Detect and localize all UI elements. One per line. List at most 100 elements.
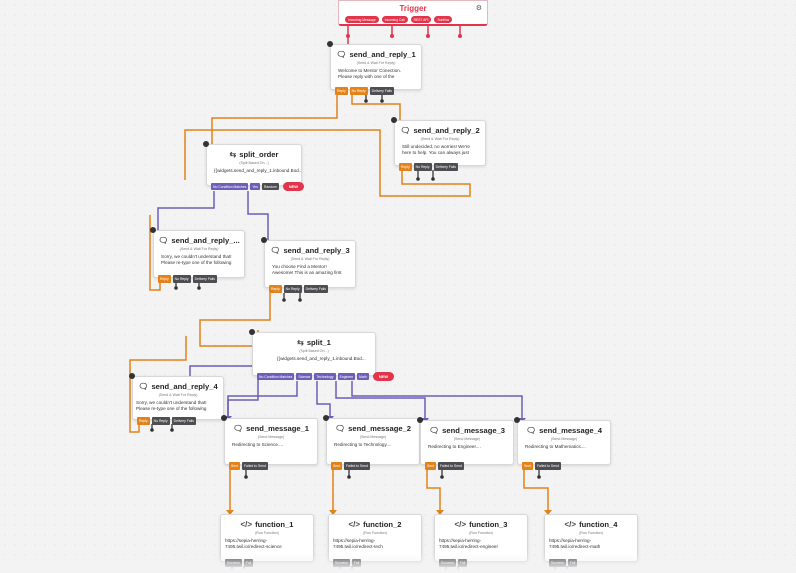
node-handle[interactable] [323, 415, 329, 421]
node-send-message-3[interactable]: 🗨send_message_3 (Send Message) Redirecti… [417, 417, 514, 470]
node-handle[interactable] [221, 415, 227, 421]
port-sent[interactable]: Sent [229, 462, 240, 470]
trigger-widget[interactable]: Trigger ⚙ Incoming Message Incoming Call… [338, 0, 488, 26]
wire-split1-technology [316, 381, 331, 418]
chat-icon: 🗨 [525, 426, 537, 435]
wire-sar1-noreply [351, 93, 401, 122]
node-body: Redirecting to Technology.... [334, 442, 392, 447]
wire-sarx-reply [149, 215, 161, 291]
split-icon: ⇆ [229, 150, 237, 159]
port-failed-to-send[interactable]: Failed to Send [241, 462, 268, 470]
node-subtitle: (Send & Wait For Reply) [356, 61, 396, 65]
port-no-reply[interactable]: No Reply [172, 275, 191, 283]
split-icon: ⇆ [297, 338, 304, 347]
node-handle[interactable] [249, 329, 255, 335]
port-delivery-fails[interactable]: Delivery Fails [303, 285, 328, 293]
port-sent[interactable]: Sent [522, 462, 533, 470]
node-handle[interactable] [514, 417, 520, 423]
node-body: https://sepia-herring-7495.twil.io/redir… [225, 538, 282, 549]
node-handle[interactable] [129, 373, 135, 379]
node-subtitle: (Send & Wait For Reply) [290, 257, 330, 261]
port-no-condition[interactable]: No Condition Matches [211, 182, 249, 191]
port-no-reply[interactable]: No Reply [349, 87, 368, 95]
trigger-rest-api[interactable]: REST API [410, 16, 432, 24]
node-title: function_3 [469, 520, 508, 529]
port-no-reply[interactable]: No Reply [151, 417, 170, 425]
node-body: https://sepia-herring-7495.twil.io/redir… [549, 538, 601, 549]
node-send-and-reply-2[interactable]: 🗨send_and_reply_2 (Send & Wait For Reply… [391, 117, 486, 171]
gear-icon[interactable]: ⚙ [475, 5, 482, 12]
node-send-message-4[interactable]: 🗨send_message_4 (Send Message) Redirecti… [514, 417, 611, 470]
node-handle[interactable] [261, 237, 267, 243]
new-transition-button[interactable]: NEW [282, 182, 305, 191]
node-send-and-reply-1[interactable]: 🗨send_and_reply_1 (Send & Wait For Reply… [327, 41, 422, 95]
chat-icon: 🗨 [428, 426, 440, 435]
node-title: send_and_reply_... [171, 236, 240, 245]
node-title: split_1 [306, 338, 331, 347]
port-reply[interactable]: Reply [399, 163, 412, 171]
node-body: Sorry, we couldn't understand that! Plea… [136, 400, 207, 411]
port-sent[interactable]: Sent [331, 462, 342, 470]
port-yes[interactable]: Yes [250, 182, 260, 191]
port-failed-to-send[interactable]: Failed to Send [437, 462, 464, 470]
node-send-and-reply-4[interactable]: 🗨send_and_reply_4 (Send & Wait For Reply… [129, 373, 224, 425]
node-subtitle: (Run Function) [255, 531, 279, 535]
canvas-bottom-fade [0, 553, 796, 573]
chat-icon: 🗨 [400, 126, 411, 135]
node-subtitle: (Split Based On...) [299, 349, 329, 353]
port-sent[interactable]: Sent [425, 462, 436, 470]
code-icon: </> [348, 520, 361, 529]
node-title: send_and_reply_1 [349, 50, 416, 59]
node-title: send_message_1 [246, 424, 310, 433]
node-handle[interactable] [417, 417, 423, 423]
trigger-incoming-call[interactable]: Incoming Call [381, 16, 408, 24]
port-delivery-fails[interactable]: Delivery Fails [369, 87, 394, 95]
port-random[interactable]: Random [261, 182, 279, 191]
node-title: send_and_reply_4 [151, 382, 218, 391]
port-math[interactable]: Math [357, 372, 369, 381]
node-send-message-1[interactable]: 🗨send_message_1 (Send Message) Redirecti… [221, 415, 318, 470]
port-failed-to-send[interactable]: Failed to Send [534, 462, 561, 470]
port-reply[interactable]: Reply [335, 87, 348, 95]
trigger-incoming-message[interactable]: Incoming Message [345, 16, 379, 24]
trigger-subflow[interactable]: Subflow [434, 16, 453, 24]
port-technology[interactable]: Technology [314, 372, 336, 381]
chat-icon: 🗨 [232, 424, 244, 433]
node-send-and-reply-x[interactable]: 🗨send_and_reply_... (Send & Wait For Rep… [150, 227, 245, 283]
wire-split1-engineer [335, 381, 426, 420]
code-icon: </> [240, 520, 253, 529]
node-send-message-2[interactable]: 🗨send_message_2 (Send Message) Redirecti… [323, 415, 420, 470]
chat-icon: 🗨 [158, 236, 169, 245]
node-body: Still undecided, no worries! We're here … [402, 144, 470, 156]
wire-split1-math [351, 381, 523, 420]
port-no-reply[interactable]: No Reply [283, 285, 302, 293]
port-failed-to-send[interactable]: Failed to Send [343, 462, 370, 470]
node-subtitle: (Run Function) [469, 531, 493, 535]
node-handle[interactable] [391, 117, 397, 123]
port-science[interactable]: Science [296, 372, 313, 381]
port-delivery-fails[interactable]: Delivery Fails [171, 417, 196, 425]
node-send-and-reply-3[interactable]: 🗨send_and_reply_3 (Send & Wait For Reply… [261, 237, 356, 293]
port-delivery-fails[interactable]: Delivery Fails [192, 275, 217, 283]
node-split-order[interactable]: ⇆split_order (Split Based On...) {{widge… [203, 141, 305, 191]
node-handle[interactable] [203, 141, 209, 147]
port-engineer[interactable]: Engineer [337, 372, 356, 381]
node-handle[interactable] [327, 41, 333, 47]
new-transition-button[interactable]: NEW [372, 372, 395, 381]
port-no-condition[interactable]: No Condition Matches [257, 372, 295, 381]
port-reply[interactable]: Reply [137, 417, 150, 425]
port-reply[interactable]: Reply [269, 285, 282, 293]
port-reply[interactable]: Reply [158, 275, 171, 283]
node-handle[interactable] [150, 227, 156, 233]
node-title: function_4 [579, 520, 618, 529]
node-body: Redirecting to Science.... [232, 442, 284, 447]
node-split-1[interactable]: ⇆split_1 (Split Based On...) {{widgets.s… [249, 329, 395, 381]
port-delivery-fails[interactable]: Delivery Fails [433, 163, 458, 171]
wire-sar2-reply [184, 129, 471, 197]
node-title: send_message_4 [539, 426, 603, 435]
node-title: function_2 [363, 520, 402, 529]
port-no-reply[interactable]: No Reply [413, 163, 432, 171]
node-subtitle: (Send Message) [359, 435, 387, 439]
node-subtitle: (Send Message) [453, 437, 481, 441]
